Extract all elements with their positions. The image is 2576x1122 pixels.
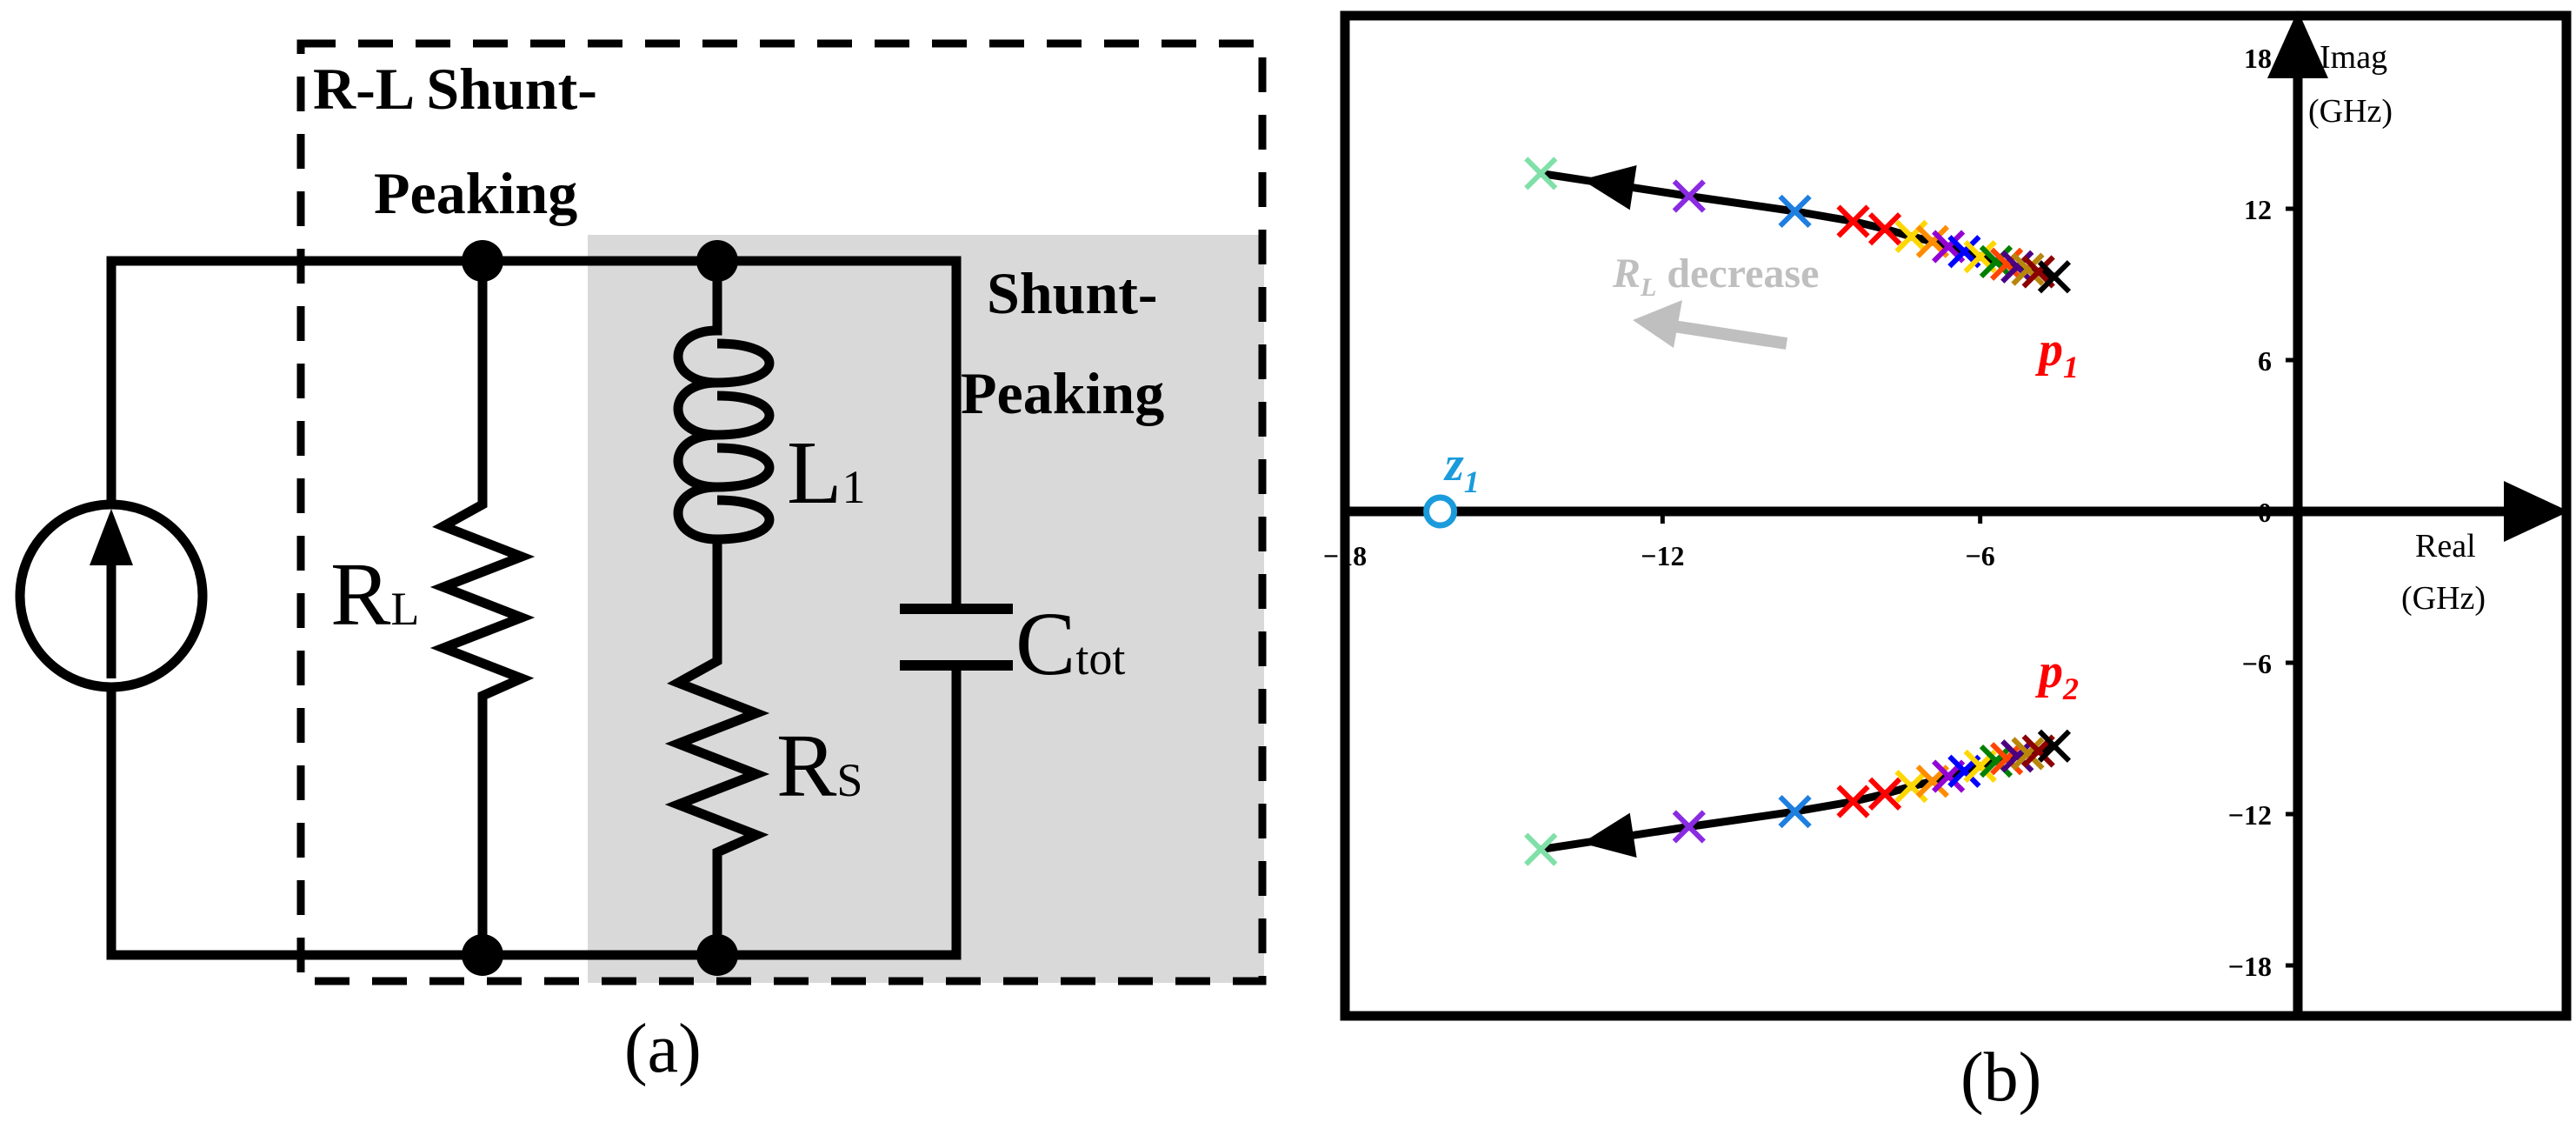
label-ctot-main: C — [1015, 594, 1075, 694]
circuit-panel: R-L Shunt- Peaking Shunt- Peaking RL L1 … — [15, 39, 1267, 1087]
rl-decrease-text: decrease — [1656, 250, 1819, 297]
label-p1: p1 — [2035, 323, 2079, 384]
x-tick-label: −6 — [1966, 540, 1995, 571]
pole-trajectory-line — [1540, 169, 2056, 281]
capacitor-ctot-icon — [900, 604, 1013, 671]
y-tick-label: 12 — [2244, 194, 2272, 225]
y-tick-label: −12 — [2228, 799, 2272, 831]
rl-box-title-line2: Peaking — [374, 160, 577, 226]
y-tick-label: 18 — [2244, 43, 2272, 74]
pole-marker — [1836, 204, 1870, 238]
label-p2: p2 — [2035, 644, 2079, 706]
x-axis-label-line2: (GHz) — [2401, 580, 2486, 617]
inductor-l1-icon — [673, 325, 775, 557]
y-tick-label: 6 — [2258, 345, 2272, 377]
x-axis-label-line1: Real — [2415, 528, 2476, 564]
pole-marker — [1524, 157, 1558, 190]
y-tick-label: −6 — [2242, 648, 2272, 679]
trajectory-arrow-icon — [1581, 812, 1637, 858]
shunt-box-title-line2: Peaking — [961, 360, 1164, 426]
junction-dots — [462, 240, 738, 976]
label-z1-main: z — [1443, 437, 1464, 491]
pole-trajectory-line — [1540, 742, 2056, 854]
axes — [1345, 68, 2513, 1016]
label-l1-sub: 1 — [842, 461, 866, 513]
label-z1: z1 — [1443, 437, 1480, 499]
label-ctot-sub: tot — [1075, 632, 1125, 685]
y-tick-label: −18 — [2228, 951, 2272, 982]
label-l1-main: L — [787, 423, 842, 523]
caption-b: (b) — [1960, 1039, 2041, 1116]
rl-decrease-arrow-icon — [1633, 300, 1788, 350]
pole-marker — [1867, 777, 1902, 811]
y-axis-arrow-icon — [2267, 10, 2328, 78]
resistor-rl-icon — [429, 487, 536, 713]
label-rs-sub: S — [836, 754, 862, 806]
resistor-rs-icon — [664, 644, 770, 870]
pole-marker — [1672, 179, 1706, 213]
label-z1-sub: 1 — [1464, 464, 1480, 499]
label-p1-main: p — [2035, 323, 2063, 377]
current-source-icon — [15, 499, 208, 692]
label-p1-sub: 1 — [2063, 350, 2079, 384]
rl-decrease-annotation: RL decrease — [1612, 250, 1819, 302]
pole-trajectories — [1423, 157, 2072, 866]
pole-marker — [1836, 785, 1870, 818]
rl-decrease-symbol: R — [1612, 250, 1641, 297]
label-rs-main: R — [776, 716, 837, 816]
y-tick-label: 0 — [2258, 497, 2272, 528]
rl-shunt-peaking-box — [296, 39, 1267, 985]
label-rl: RL — [330, 544, 419, 644]
pole-marker — [1867, 212, 1902, 246]
zero-marker — [1423, 494, 1458, 529]
trajectory-arrow-icon — [1581, 164, 1637, 210]
pole-marker — [1672, 810, 1706, 844]
rl-box-title-line1: R-L Shunt- — [313, 56, 597, 122]
pole-marker — [2011, 252, 2045, 286]
rl-decrease-sub: L — [1640, 273, 1656, 302]
label-p2-sub: 2 — [2062, 671, 2079, 706]
pole-marker — [1524, 832, 1558, 866]
x-tick-label: −18 — [1323, 540, 1367, 571]
x-axis-arrow-icon — [2504, 481, 2569, 542]
pole-marker — [2037, 729, 2072, 763]
label-rs: RS — [776, 716, 862, 816]
pole-marker — [2011, 737, 2045, 771]
label-p2-main: p — [2035, 644, 2063, 698]
y-axis-label-line1: Imag — [2320, 39, 2387, 76]
shunt-box-title-line1: Shunt- — [987, 260, 1158, 326]
label-ctot: Ctot — [1015, 594, 1125, 694]
x-tick-label: −12 — [1641, 540, 1684, 571]
pole-marker — [1778, 194, 1812, 229]
label-rl-sub: L — [390, 583, 419, 635]
label-l1: L1 — [787, 423, 866, 523]
pole-marker — [1778, 794, 1812, 829]
label-rl-main: R — [330, 544, 391, 644]
caption-a: (a) — [624, 1011, 702, 1087]
pole-marker — [2037, 260, 2072, 294]
y-axis-label-line2: (GHz) — [2308, 93, 2393, 130]
